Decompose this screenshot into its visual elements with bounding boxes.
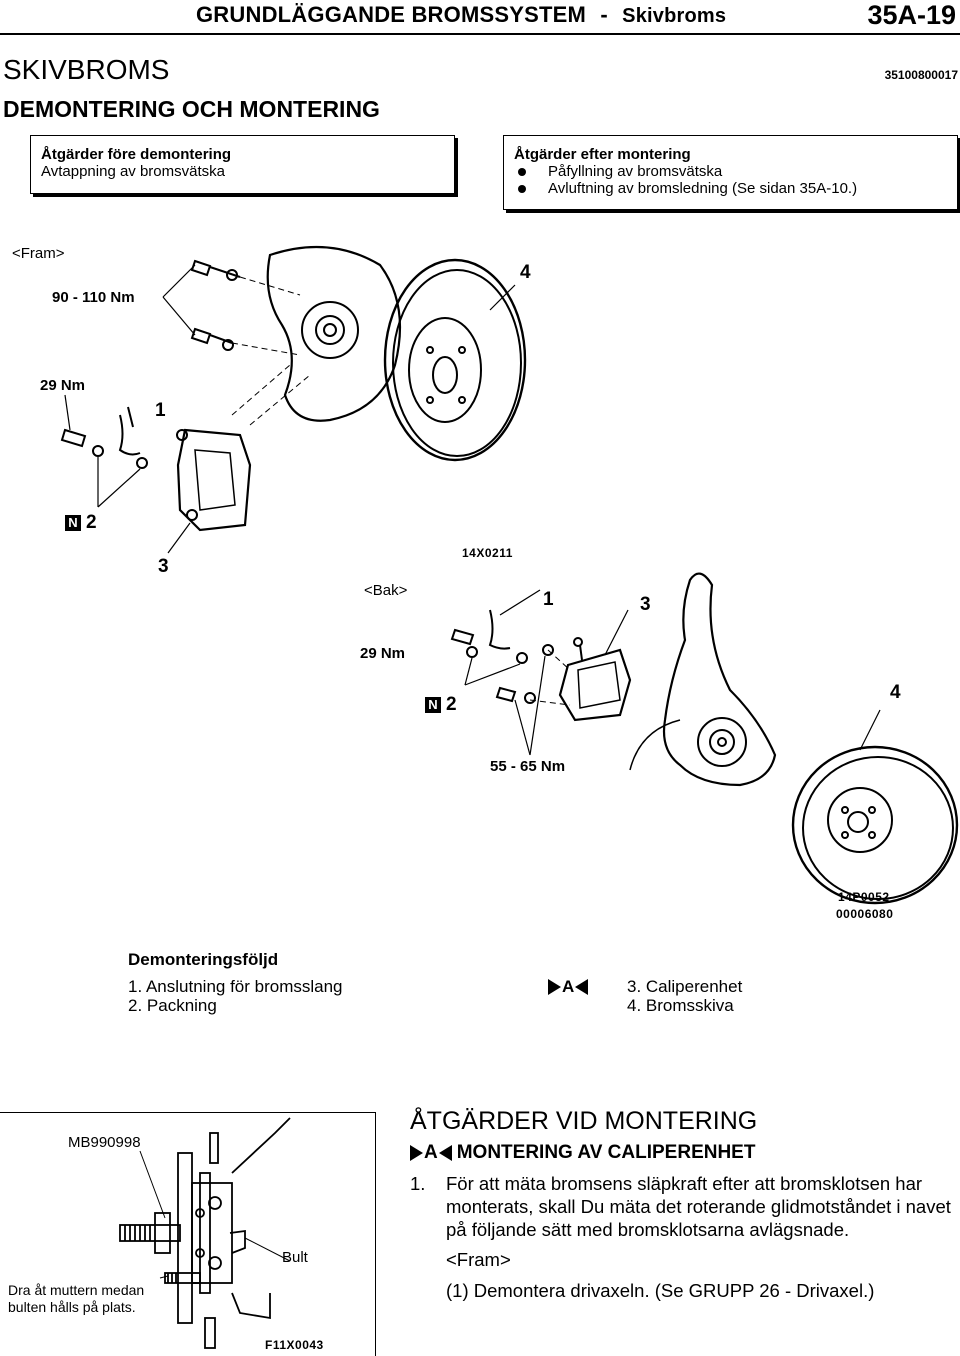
n-mark-icon: N: [65, 514, 81, 531]
sequence-item: 4. Bromsskiva: [627, 996, 734, 1015]
bolt-label: Bult: [282, 1249, 308, 1266]
install-heading: ÅTGÄRDER VID MONTERING: [410, 1107, 758, 1135]
before-removal-box: Åtgärder före demontering Avtappning av …: [30, 135, 455, 194]
triangle-left-icon: [438, 1145, 452, 1161]
figure-frame: [375, 1112, 376, 1356]
torque-label-front-2: 29 Nm: [40, 377, 86, 394]
part-label-4: 4: [890, 682, 901, 703]
header-title: GRUNDLÄGGANDE BROMSSYSTEM: [196, 2, 587, 27]
header-subtitle: Skivbroms: [622, 5, 727, 27]
front-label: <Fram>: [446, 1249, 511, 1270]
figure-code: 14P0052: [838, 890, 890, 904]
bullet-icon: [518, 184, 526, 193]
step-number: 1.: [410, 1173, 426, 1194]
running-header: GRUNDLÄGGANDE BROMSSYSTEM - Skivbroms: [196, 2, 726, 28]
sequence-item: 2. Packning: [128, 996, 217, 1015]
part-label-1: 1: [155, 400, 166, 421]
bullet-icon: [518, 167, 526, 176]
rear-brake-diagram: [450, 572, 959, 905]
sequence-item: 1. Anslutning för bromsslang: [128, 977, 343, 996]
figure-code: F11X0043: [265, 1338, 324, 1352]
torque-label-front-1: 90 - 110 Nm: [52, 289, 135, 306]
figure-code: 00006080: [836, 907, 894, 921]
front-brake-diagram: [60, 245, 527, 554]
header-separator: -: [600, 2, 608, 27]
sequence-title: Demonteringsföljd: [128, 950, 279, 969]
page-heading: SKIVBROMS: [3, 54, 170, 85]
sequence-item: 3. Caliperenhet: [627, 977, 743, 996]
before-box-line: Avtappning av bromsvätska: [41, 163, 225, 180]
mark-a: A: [548, 977, 589, 997]
install-subheading: A MONTERING AV CALIPERENHET: [410, 1142, 755, 1164]
front-label: <Fram>: [12, 245, 65, 262]
page-number: 35A-19: [867, 0, 956, 30]
rear-label: <Bak>: [364, 582, 408, 599]
after-install-box: Åtgärder efter montering Påfyllning av b…: [503, 135, 958, 210]
triangle-right-icon: [548, 979, 561, 995]
figure-code: 14X0211: [462, 546, 513, 560]
header-rule: [0, 33, 960, 35]
doc-number: 35100800017: [884, 68, 958, 82]
step-text: För att mäta bromsens släpkraft efter at…: [446, 1173, 951, 1240]
figure-note: Dra åt muttern medan bulten hålls på pla…: [8, 1282, 145, 1315]
torque-label-rear-2: 55 - 65 Nm: [490, 758, 566, 775]
section-heading: DEMONTERING OCH MONTERING: [3, 96, 380, 122]
figure-frame: [0, 1112, 375, 1113]
hub-tool-diagram: [119, 1117, 291, 1349]
after-box-title: Åtgärder efter montering: [514, 146, 691, 163]
after-box-item: Avluftning av bromsledning (Se sidan 35A…: [514, 180, 949, 197]
after-box-item: Påfyllning av bromsvätska: [514, 163, 949, 180]
part-label-4: 4: [520, 262, 531, 283]
part-label-3: 3: [640, 594, 651, 615]
substep-text: (1) Demontera drivaxeln. (Se GRUPP 26 - …: [446, 1280, 875, 1301]
part-label-1: 1: [543, 589, 554, 610]
before-box-title: Åtgärder före demontering: [41, 146, 232, 163]
part-label-3: 3: [158, 556, 169, 577]
triangle-left-icon: [575, 979, 589, 995]
n-mark-icon: N: [425, 696, 441, 713]
tool-label: MB990998: [68, 1134, 141, 1151]
triangle-right-icon: [410, 1145, 423, 1161]
torque-label-rear-1: 29 Nm: [360, 645, 406, 662]
